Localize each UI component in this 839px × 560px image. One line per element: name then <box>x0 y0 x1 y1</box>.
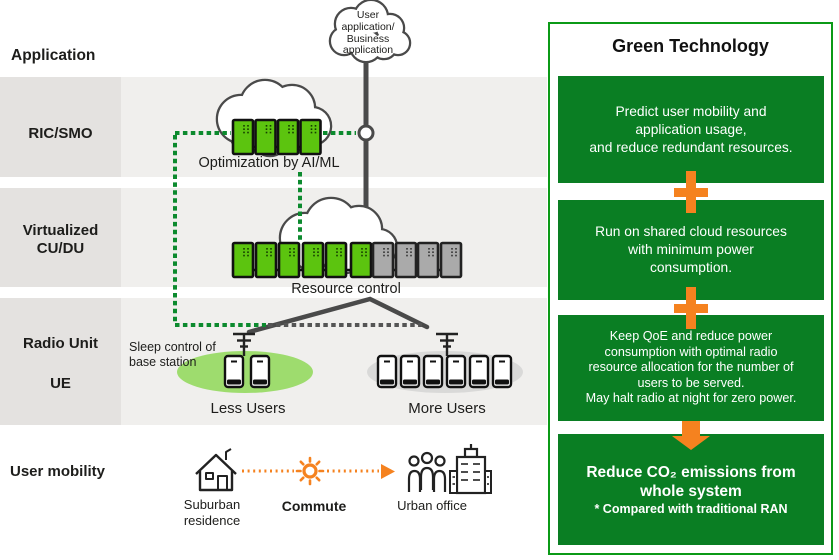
virtualized-cu-du-label: Virtualized CU/DU <box>22 222 99 257</box>
radio-unit-label: Radio Unit <box>23 335 98 352</box>
optimization-label: Optimization by AI/ML <box>198 155 340 171</box>
commute-label: Commute <box>281 498 347 514</box>
resource-split-lines <box>246 296 430 335</box>
panel-box-co2: Reduce CO₂ emissions from whole system *… <box>558 434 824 545</box>
sleep-control-label: Sleep control of base station <box>129 340 216 369</box>
application-label: Application <box>11 47 96 64</box>
commute-arrow <box>242 456 395 486</box>
less-users-phones-icon <box>223 354 271 389</box>
base-station-antenna-more-icon <box>436 332 458 356</box>
ue-label: UE <box>50 375 71 392</box>
panel-box-qoe: Keep QoE and reduce power consumption wi… <box>558 315 824 421</box>
cloud-user-application-icon <box>328 0 412 64</box>
user-mobility-label: User mobility <box>10 463 106 480</box>
plus-icon-1 <box>674 171 708 213</box>
ric-smo-servers-icon <box>231 118 322 156</box>
ric-smo-label: RIC/SMO <box>28 125 93 142</box>
urban-office-label: Urban office <box>397 498 467 513</box>
less-users-ellipse <box>177 351 313 393</box>
green-technology-panel: Green Technology Predict user mobility a… <box>548 22 833 555</box>
plus-icon-2 <box>674 287 708 329</box>
people-icon <box>407 451 447 492</box>
panel-box-predict-text: Predict user mobility and application us… <box>589 103 793 155</box>
more-users-phones-icon <box>376 354 513 389</box>
panel-box-co2-title: Reduce CO₂ emissions from whole system <box>586 463 796 500</box>
down-arrow-head-icon <box>672 436 710 450</box>
panel-box-co2-note: * Compared with traditional RAN <box>594 501 788 516</box>
top-cloud-text: User application/ Business application <box>341 9 395 57</box>
down-arrow-icon <box>682 421 700 436</box>
panel-box-shared-cloud-text: Run on shared cloud resources with minim… <box>595 224 787 275</box>
panel-box-qoe-text: Keep QoE and reduce power consumption wi… <box>585 329 797 406</box>
panel-box-shared-cloud: Run on shared cloud resources with minim… <box>558 200 824 300</box>
arrow-head-icon <box>381 464 395 479</box>
more-users-label: More Users <box>408 400 486 417</box>
cu-du-servers-icon <box>231 241 463 279</box>
suburban-residence-label: Suburban residence <box>183 497 241 528</box>
panel-box-predict: Predict user mobility and application us… <box>558 76 824 183</box>
base-station-antenna-less-icon <box>233 332 255 356</box>
labelcol-radio-ue <box>0 298 121 425</box>
connector-node-icon <box>357 124 375 142</box>
house-icon <box>195 448 237 492</box>
panel-title: Green Technology <box>612 36 769 56</box>
ai-ml-control-dotted-lines <box>173 131 356 327</box>
resource-control-label: Resource control <box>291 281 401 297</box>
labelcol-virtualized <box>0 188 121 287</box>
less-users-label: Less Users <box>210 400 286 417</box>
labelcol-ric-smo <box>0 77 121 177</box>
sun-icon <box>295 456 325 486</box>
building-icon <box>449 444 492 495</box>
